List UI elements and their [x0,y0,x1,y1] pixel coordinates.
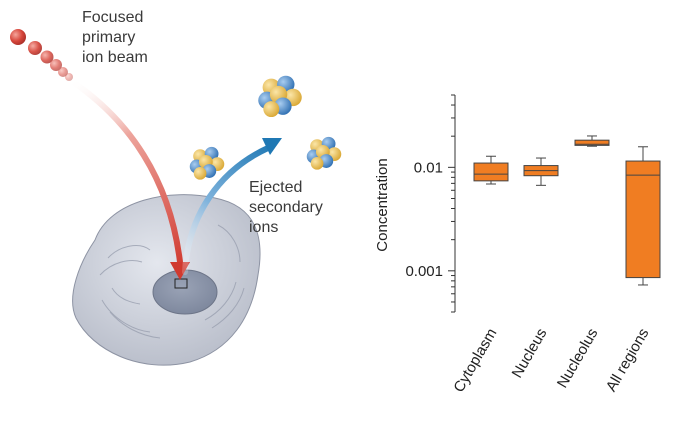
secondary-ions-label: Ejected secondary ions [249,179,327,236]
secondary-ions-label-line: secondary [249,199,323,216]
x-category-label: Cytoplasm [450,326,500,396]
box-iqr [574,139,610,146]
box-iqr [473,162,509,182]
cell-illustration [72,194,261,366]
primary-beam-label-line: primary [82,29,135,46]
cell-organelles [99,224,245,339]
primary-beam-label-line: Focused [82,9,143,26]
x-category-label: Nucleus [509,326,551,381]
secondary-ions-label-line: ions [249,219,278,236]
primary-beam-label: Focused primary ion beam [82,9,148,66]
ion-balls [10,29,73,81]
ion-cluster-icon [189,146,225,180]
x-category-label: Nucleolus [554,326,602,392]
analysis-region-box [174,278,188,289]
secondary-ions-label-line: Ejected [249,179,302,196]
x-category-label: All regions [603,326,653,395]
primary-beam-label-line: ion beam [82,49,148,66]
cell-nucleus [152,269,218,315]
box-iqr [625,160,661,279]
secondary-arrowhead [262,138,282,155]
ion-cluster-icon [258,75,302,118]
y-tick-label: 0.01 [414,159,443,176]
secondary-trail [182,145,271,275]
secondary-ion-path [182,138,282,275]
y-tick-label: 0.001 [405,263,443,280]
y-axis-label: Concentration [374,158,391,251]
beam-trail [67,77,183,265]
ion-cluster-icon [306,136,342,170]
